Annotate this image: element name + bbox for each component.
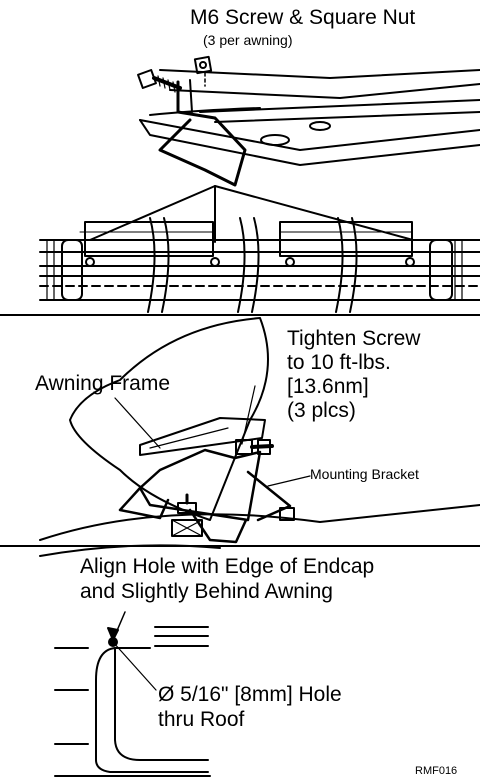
- torque-line-1: Tighten Screw: [287, 327, 421, 350]
- screw-nut-quantity: (3 per awning): [203, 32, 293, 48]
- endcap-top-view: [54, 626, 211, 777]
- screw-nut-title: M6 Screw & Square Nut: [190, 6, 416, 29]
- hole-size-label: Ø 5/16" [8mm] Hole: [158, 683, 342, 706]
- rail-section-detail: [139, 69, 480, 166]
- bracket-location-leaders: [89, 185, 414, 243]
- frame-label-leader: [114, 397, 161, 449]
- hole-label-leader: [112, 641, 157, 691]
- torque-line-4: (3 plcs): [287, 398, 356, 422]
- panel-divider-2: [0, 545, 480, 547]
- alignment-heading-line-2: and Slightly Behind Awning: [80, 580, 333, 603]
- square-nut-icon: [193, 55, 213, 87]
- center-bolt-icon: [171, 493, 203, 537]
- panel-divider-1: [0, 314, 480, 316]
- torque-label-leader: [241, 385, 256, 445]
- m6-screw-icon: [137, 69, 182, 93]
- awning-rail-assembly: [39, 217, 480, 313]
- hole-roof-label: thru Roof: [158, 708, 245, 731]
- awning-frame-label: Awning Frame: [35, 372, 171, 395]
- bracket-label-leader: [267, 475, 311, 487]
- tightening-screw-icon: [235, 439, 274, 455]
- awning-frame-profile: [69, 317, 269, 521]
- figure-code: RMF016: [415, 765, 458, 777]
- torque-instruction: Tighten Screw to 10 ft-lbs. [13.6nm] (3 …: [287, 327, 420, 423]
- roof-profile: [39, 504, 480, 557]
- torque-line-2: to 10 ft-lbs.: [287, 350, 391, 374]
- mounting-bracket-label: Mounting Bracket: [310, 466, 419, 482]
- alignment-heading-line-1: Align Hole with Edge of Endcap: [80, 555, 375, 578]
- mounting-bracket-profile: [118, 448, 292, 544]
- torque-line-3: [13.6nm]: [287, 374, 369, 398]
- mounting-bracket-detail: [158, 79, 247, 187]
